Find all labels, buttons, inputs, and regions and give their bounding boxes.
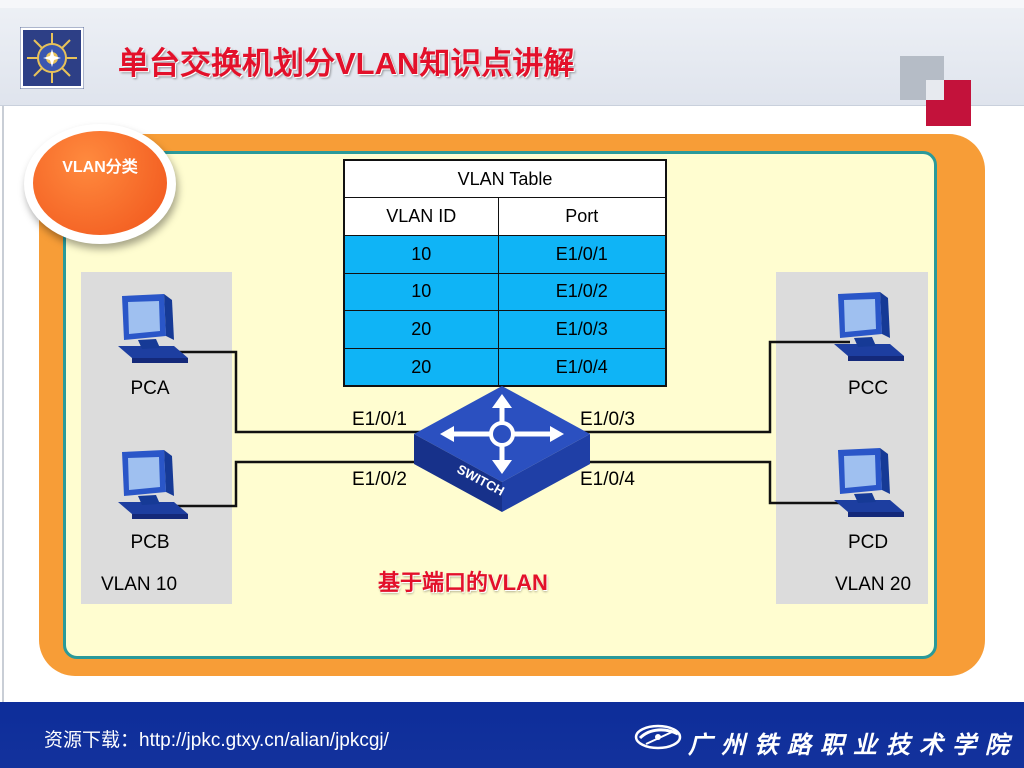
link-pca-switch [170, 350, 470, 434]
cell-port: E1/0/1 [497, 234, 667, 274]
pc-label-pcd: PCD [847, 532, 889, 553]
slide-header: 单台交换机划分VLAN知识点讲解 [0, 0, 1024, 126]
table-row: 20 E1/0/3 [343, 310, 667, 349]
computer-icon [118, 294, 188, 363]
link-pcb-switch [170, 460, 440, 508]
vlan10-label: VLAN 10 [101, 574, 178, 595]
computer-icon [118, 450, 188, 519]
column-header-vlan-id: VLAN ID [343, 197, 499, 236]
port-label-e1-0-2: E1/0/2 [352, 469, 407, 490]
vlan-table: VLAN Table VLAN ID Port 10 E1/0/1 10 E1/… [343, 159, 667, 388]
resource-link[interactable]: 资源下载：http://jpkc.gtxy.cn/alian/jpkcgj/ [44, 730, 389, 751]
port-label-e1-0-3: E1/0/3 [580, 409, 635, 430]
badge-circle: VLAN分类 [33, 131, 167, 235]
cell-vlan-id: 20 [343, 310, 499, 349]
diagram-caption: 基于端口的VLAN [378, 570, 548, 595]
decor-square-overlap [926, 80, 944, 100]
pc-label-pcb: PCB [130, 532, 170, 553]
cell-vlan-id: 20 [343, 347, 499, 387]
port-label-e1-0-4: E1/0/4 [580, 469, 635, 490]
switch-icon: SWITCH [414, 386, 590, 512]
column-header-port: Port [497, 197, 667, 236]
left-rule [2, 106, 4, 702]
cell-vlan-id: 10 [343, 234, 499, 274]
pc-label-pca: PCA [130, 378, 170, 399]
vlan-table-title: VLAN Table [343, 159, 667, 199]
computer-icon [834, 292, 904, 361]
school-emblem-icon [20, 27, 84, 89]
pc-label-pcc: PCC [847, 378, 889, 399]
link-pcc-switch [540, 340, 850, 434]
school-name: 广州铁路职业技术学院 [688, 730, 1018, 759]
cell-port: E1/0/3 [497, 310, 667, 349]
table-row: 10 E1/0/1 [343, 234, 667, 274]
table-row: 10 E1/0/2 [343, 272, 667, 312]
computer-icon [834, 448, 904, 517]
header-band [0, 0, 1024, 8]
cell-port: E1/0/4 [497, 347, 667, 387]
cell-port: E1/0/2 [497, 272, 667, 312]
vlan-table-header-row: VLAN ID Port [343, 197, 667, 236]
cell-vlan-id: 10 [343, 272, 499, 312]
railway-logo-icon [634, 724, 682, 750]
link-pcd-switch [560, 460, 850, 505]
port-label-e1-0-1: E1/0/1 [352, 409, 407, 430]
badge-label: VLAN分类 [62, 159, 138, 176]
page-title: 单台交换机划分VLAN知识点讲解 [118, 46, 575, 81]
slide-footer: 资源下载：http://jpkc.gtxy.cn/alian/jpkcgj/ 广… [0, 702, 1024, 768]
vlan20-label: VLAN 20 [835, 574, 912, 595]
vlan-table-title-row: VLAN Table [343, 159, 667, 199]
section-badge: VLAN分类 [24, 124, 176, 244]
table-row: 20 E1/0/4 [343, 347, 667, 387]
